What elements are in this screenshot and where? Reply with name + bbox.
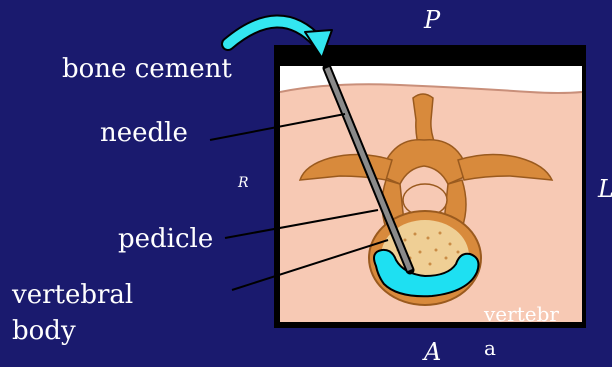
needle-label: needle (100, 118, 188, 148)
vertebral-body-label-line1: vertebral (12, 280, 133, 310)
vertebral-body-label-line2: body (12, 316, 76, 346)
bone-cement-label: bone cement (62, 54, 232, 84)
right-label: R (238, 175, 249, 191)
anterior-label: A (424, 338, 441, 366)
vertebra-label-line2: a (484, 336, 496, 360)
left-label: L (598, 175, 612, 203)
vertebra-label-line1: vertebr (484, 302, 559, 326)
posterior-label: P (424, 6, 440, 34)
pedicle-label: pedicle (118, 224, 213, 254)
